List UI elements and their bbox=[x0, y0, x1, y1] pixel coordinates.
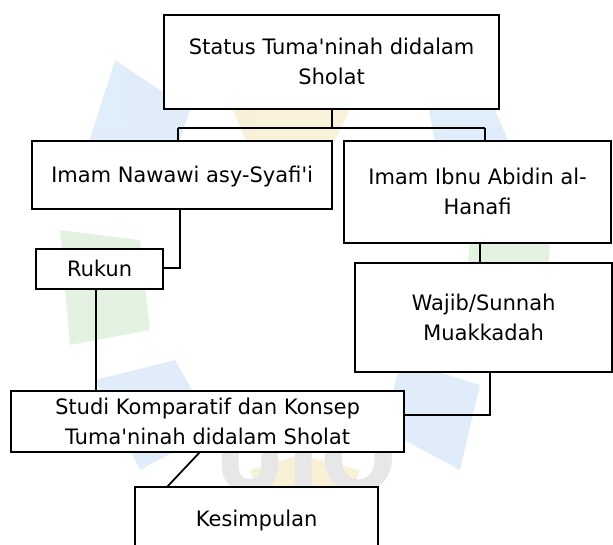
node-studi-komparatif: Studi Komparatif dan Konsep Tuma'ninah d… bbox=[10, 390, 405, 453]
node-status-tumaninah: Status Tuma'ninah didalam Sholat bbox=[163, 14, 500, 110]
node-kesimpulan: Kesimpulan bbox=[134, 486, 379, 545]
edge-wajib-studi bbox=[404, 372, 491, 416]
node-label: Imam Ibnu Abidin al-Hanafi bbox=[368, 165, 587, 219]
node-label: Kesimpulan bbox=[195, 507, 318, 531]
node-label: Wajib/Sunnah Muakkadah bbox=[411, 290, 556, 345]
node-rukun: Rukun bbox=[35, 248, 164, 290]
node-wajib-sunnah: Wajib/Sunnah Muakkadah bbox=[354, 262, 613, 373]
node-label: Studi Komparatif dan Konsep Tuma'ninah d… bbox=[55, 394, 360, 449]
edge-studi-kesimpulan bbox=[166, 451, 201, 488]
edge-status-branches bbox=[177, 109, 486, 140]
node-label: Rukun bbox=[66, 257, 133, 281]
node-imam-ibnu-abidin: Imam Ibnu Abidin al-Hanafi bbox=[343, 140, 612, 244]
node-label: Imam Nawawi asy-Syafi'i bbox=[51, 163, 313, 187]
edge-nawawi-rukun bbox=[163, 210, 181, 269]
node-label: Status Tuma'ninah didalam Sholat bbox=[188, 35, 475, 89]
node-imam-nawawi: Imam Nawawi asy-Syafi'i bbox=[31, 140, 333, 210]
